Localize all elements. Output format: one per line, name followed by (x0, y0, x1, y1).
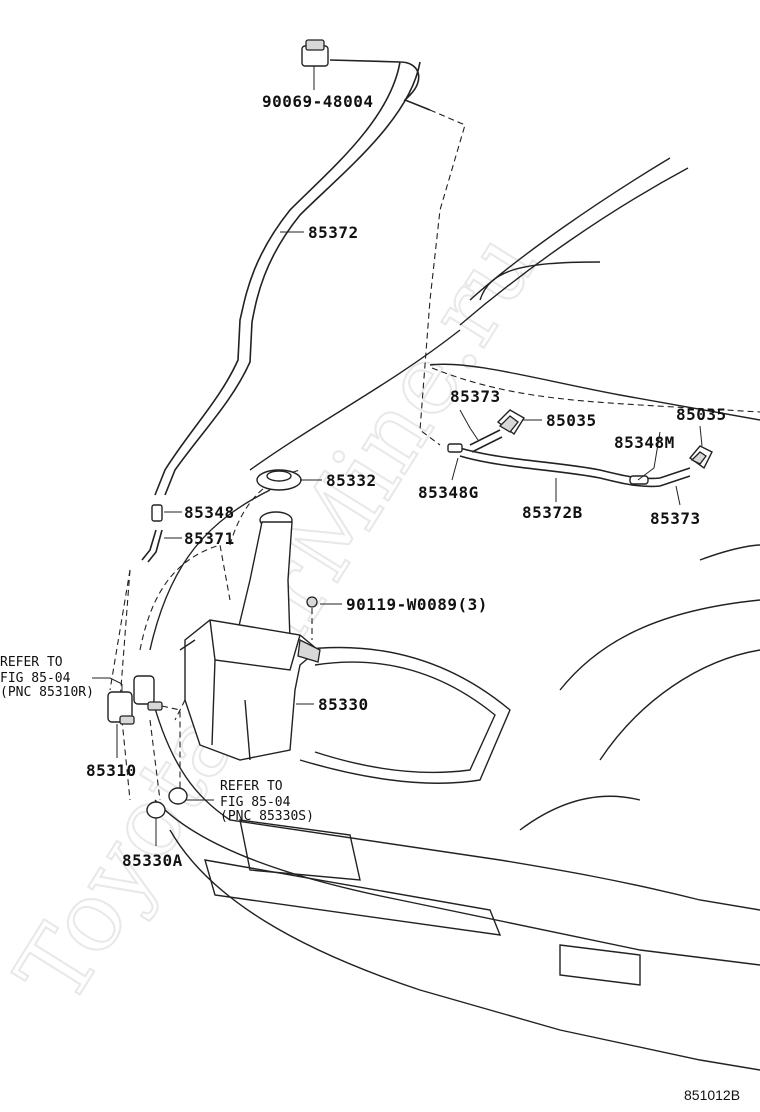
ref2-line1: REFER TO (220, 779, 283, 794)
label-85372b: 85372B (522, 503, 583, 522)
hose-85372 (154, 59, 466, 496)
ref1-line1: REFER TO (0, 655, 63, 670)
leader-lines (116, 231, 703, 846)
grommet-85330a (146, 787, 188, 819)
washer-tank-85330 (179, 511, 321, 761)
nozzle-85035-left (496, 409, 525, 436)
hose-85371 (141, 529, 163, 563)
label-90119-w0089: 90119-W0089(3) (346, 595, 488, 614)
pump-85310 (107, 675, 163, 725)
label-85373-bottom: 85373 (650, 509, 701, 528)
ref2-line3: (PNC 85330S) (220, 809, 314, 824)
label-85035-right: 85035 (676, 405, 727, 424)
label-85035-left: 85035 (546, 411, 597, 430)
ref1-line2: FIG 85-04 (0, 671, 71, 686)
label-85348g: 85348G (418, 483, 479, 502)
part-labels: 90069-48004 85372 85332 85348 85371 9011… (86, 92, 727, 870)
label-85348: 85348 (184, 503, 235, 522)
label-85372: 85372 (308, 223, 359, 242)
ref1-line3: (PNC 85310R) (0, 685, 94, 700)
joint-85348m (629, 475, 649, 485)
figure-id: 851012B (684, 1087, 740, 1103)
reference-note-1: REFER TO FIG 85-04 (PNC 85310R) (0, 655, 123, 700)
ref2-line2: FIG 85-04 (220, 795, 291, 810)
label-85330a: 85330A (122, 851, 183, 870)
label-90069-48004: 90069-48004 (262, 92, 373, 111)
label-85330: 85330 (318, 695, 369, 714)
tank-cap-85332 (256, 469, 302, 491)
nozzle-85035-right (688, 445, 713, 470)
label-85348m: 85348M (614, 433, 675, 452)
connection-dashes (109, 569, 186, 801)
reference-note-2: REFER TO FIG 85-04 (PNC 85330S) (220, 779, 314, 824)
joint-85348 (151, 504, 163, 522)
label-85371: 85371 (184, 529, 235, 548)
label-85373-top: 85373 (450, 387, 501, 406)
label-85332: 85332 (326, 471, 377, 490)
label-85310: 85310 (86, 761, 137, 780)
clip-90069-48004 (301, 39, 329, 90)
bolt-90119 (306, 596, 318, 640)
car-body-outline (119, 157, 760, 1071)
joint-85348g (447, 443, 463, 453)
